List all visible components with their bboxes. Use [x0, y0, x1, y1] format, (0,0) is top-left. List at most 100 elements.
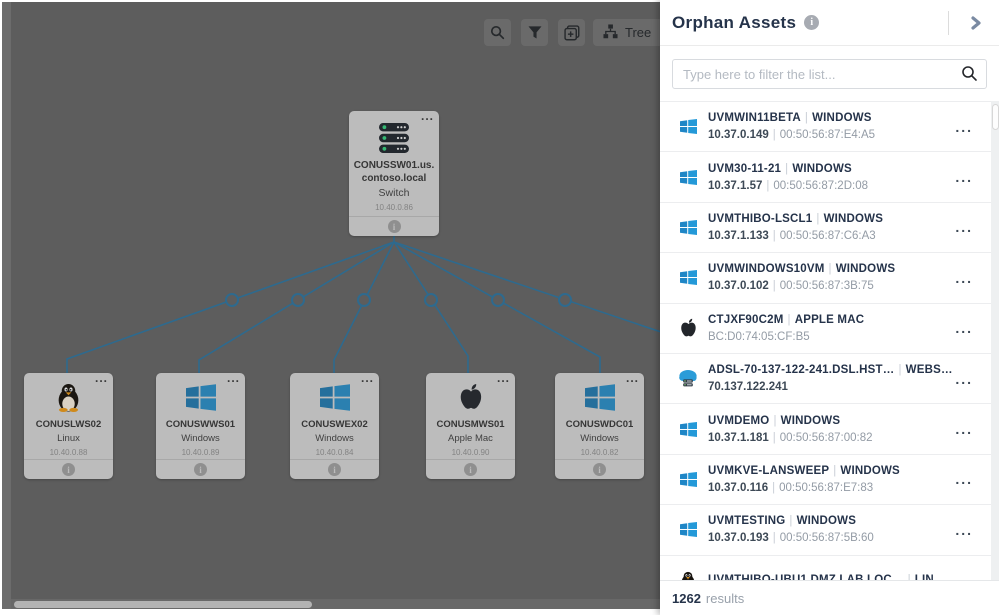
node-card-conuslws02[interactable]: ... CONUSLWS02 Linux 10.40.0.88 i	[24, 371, 113, 479]
linux-icon	[28, 382, 109, 412]
asset-mac: 00:50:56:87:00:82	[779, 431, 873, 444]
asset-list-item[interactable]: UVMTHIBO-LSCL1|WINDOWS 10.37.1.133|00:50…	[660, 201, 999, 252]
separator: |	[816, 212, 820, 225]
separator: |	[898, 364, 902, 377]
node-name: CONUSMWS01	[436, 419, 505, 430]
asset-type: WINDOWS	[792, 162, 852, 175]
node-card-switch[interactable]: ... CONUSSW01.us.contoso.local Switch 10…	[349, 109, 439, 236]
node-ip: 10.40.0.90	[451, 447, 490, 457]
asset-list-item[interactable]: ADSL-70-137-122-241.DSL.HST…|WEBS… 70.13…	[660, 352, 999, 403]
node-name: CONUSLWS02	[35, 419, 102, 430]
asset-type: WINDOWS	[835, 263, 896, 276]
row-menu-button[interactable]: ...	[955, 320, 973, 337]
canvas-left-gutter	[2, 2, 11, 615]
asset-type: WINDOWS	[812, 112, 872, 125]
node-menu-button[interactable]: ...	[360, 371, 374, 385]
asset-mac: 00:50:56:87:C6:A3	[779, 229, 876, 242]
asset-name: CTJXF90C2M	[708, 313, 784, 326]
panel-title: Orphan Assets	[672, 12, 797, 32]
node-type: Windows	[181, 432, 220, 444]
asset-type: WEBS…	[905, 364, 953, 377]
node-card-conusmws01[interactable]: ... CONUSMWS01 Apple Mac 10.40.0.90 i	[426, 371, 515, 479]
windows-icon	[678, 164, 698, 190]
list-vertical-scrollbar	[991, 101, 999, 580]
asset-list-item[interactable]: UVMWIN11BETA|WINDOWS 10.37.0.149|00:50:5…	[660, 101, 999, 151]
separator: |	[907, 573, 911, 580]
canvas-hscroll-thumb[interactable]	[14, 600, 312, 608]
network-map-canvas[interactable]: Tree ... CONUSSW01.us.contoso.local Swit…	[0, 0, 660, 615]
asset-name: UVMTHIBO-LSCL1	[708, 212, 813, 225]
title-info-icon[interactable]: i	[804, 15, 820, 30]
asset-list-item[interactable]: UVMDEMO|WINDOWS 10.37.1.181|00:50:56:87:…	[660, 403, 999, 453]
info-icon[interactable]: i	[328, 463, 341, 476]
separator: |	[772, 229, 776, 242]
info-icon[interactable]: i	[593, 463, 606, 476]
filter-input[interactable]	[672, 59, 987, 89]
node-type: Switch	[378, 187, 410, 199]
info-icon[interactable]: i	[464, 463, 477, 476]
node-type: Windows	[580, 432, 619, 444]
node-card-conuswws01[interactable]: ... CONUSWWS01 Windows 10.40.0.89 i	[156, 371, 245, 479]
asset-list-item[interactable]: UVMTESTING|WINDOWS 10.37.0.193|00:50:56:…	[660, 504, 999, 554]
tree-layout-icon	[603, 23, 618, 42]
separator: |	[804, 112, 809, 125]
map-new-window-button[interactable]	[558, 19, 585, 46]
topology-edges	[66, 229, 660, 374]
row-menu-button[interactable]: ...	[955, 421, 973, 438]
asset-name: ADSL-70-137-122-241.DSL.HST…	[708, 364, 895, 377]
list-vscroll-thumb[interactable]	[991, 104, 999, 130]
asset-list-item[interactable]: UVMWINDOWS10VM|WINDOWS 10.37.0.102|00:50…	[660, 252, 999, 302]
row-menu-button[interactable]: ...	[955, 572, 973, 580]
separator: |	[833, 464, 837, 477]
asset-mac: 00:50:56:87:2D:08	[773, 179, 868, 192]
asset-ip: 10.37.0.102	[708, 280, 769, 293]
windows-icon	[678, 466, 698, 492]
asset-list-item[interactable]: CTJXF90C2M|APPLE MAC BC:D0:74:05:CF:B5 .…	[660, 302, 999, 353]
row-menu-button[interactable]: ...	[955, 269, 973, 286]
asset-name: UVMDEMO	[708, 414, 770, 427]
row-menu-button[interactable]: ...	[955, 471, 973, 488]
asset-mac: 00:50:56:87:E7:83	[779, 481, 874, 494]
node-name: CONUSWWS01	[165, 419, 236, 430]
windows-icon	[678, 517, 698, 543]
node-name: CONUSWDC01	[565, 419, 634, 430]
header-divider	[948, 10, 949, 35]
node-menu-button[interactable]: ...	[226, 371, 240, 385]
asset-list-item[interactable]: UVM30-11-21|WINDOWS 10.37.1.57|00:50:56:…	[660, 151, 999, 201]
result-count: 1262	[672, 590, 701, 606]
info-icon[interactable]: i	[62, 463, 75, 476]
separator: |	[828, 263, 832, 276]
asset-ip: 10.37.1.133	[708, 229, 769, 242]
node-type: Apple Mac	[448, 432, 493, 444]
node-card-conuswdc01[interactable]: ... CONUSWDC01 Windows 10.40.0.82 i	[555, 371, 644, 479]
row-menu-button[interactable]: ...	[955, 118, 973, 135]
asset-list-item[interactable]: UVMTHIBO-UBU1.DMZ.LAB.LOC…|LIN… ...	[660, 554, 999, 580]
asset-mac: 00:50:56:87:5B:60	[779, 532, 874, 545]
asset-ip: 70.137.122.241	[708, 381, 788, 394]
row-menu-button[interactable]: ...	[955, 219, 973, 236]
switch-icon	[353, 123, 435, 153]
asset-mac: 00:50:56:87:E4:A5	[779, 129, 876, 142]
asset-name: UVMWINDOWS10VM	[708, 263, 825, 276]
map-filter-button[interactable]	[521, 19, 548, 46]
node-menu-button[interactable]: ...	[625, 371, 639, 385]
collapse-panel-button[interactable]	[965, 12, 987, 34]
node-menu-button[interactable]: ...	[94, 371, 108, 385]
separator: |	[766, 179, 770, 192]
node-menu-button[interactable]: ...	[420, 109, 434, 123]
windows-icon	[678, 416, 698, 442]
asset-list-item[interactable]: UVMKVE-LANSWEEP|WINDOWS 10.37.0.116|00:5…	[660, 453, 999, 504]
row-menu-button[interactable]: ...	[955, 370, 973, 387]
node-card-conuswex02[interactable]: ... CONUSWEX02 Windows 10.40.0.84 i	[290, 371, 379, 479]
panel-footer: 1262 results	[660, 580, 999, 615]
windows-icon	[160, 382, 241, 412]
row-menu-button[interactable]: ...	[955, 521, 973, 538]
info-icon[interactable]: i	[194, 463, 207, 476]
search-icon[interactable]	[961, 65, 978, 87]
node-menu-button[interactable]: ...	[496, 371, 510, 385]
row-menu-button[interactable]: ...	[955, 169, 973, 186]
info-icon[interactable]: i	[387, 220, 401, 233]
asset-mac: BC:D0:74:05:CF:B5	[708, 330, 810, 343]
map-search-button[interactable]	[484, 19, 511, 46]
map-layout-tree-button[interactable]: Tree	[593, 19, 660, 46]
